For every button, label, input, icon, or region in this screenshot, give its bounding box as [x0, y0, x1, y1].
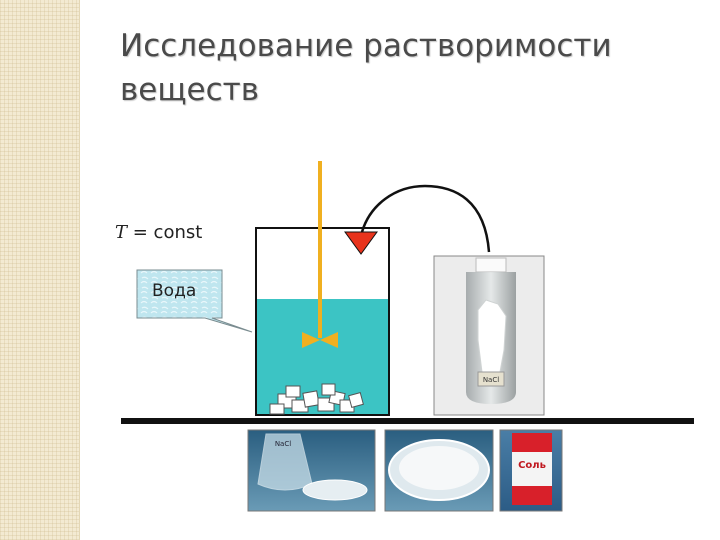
table-surface [121, 418, 694, 424]
beaker [256, 228, 389, 415]
photo-flask-dish: NaCl [248, 430, 375, 511]
salt-jar-photo: NaCl [434, 256, 544, 415]
water-callout: Вода [137, 270, 252, 332]
curved-arrow-icon [345, 186, 489, 254]
box-label: Соль [518, 460, 546, 471]
flask-label: NaCl [275, 440, 291, 448]
photo-salt-box: Соль [500, 430, 562, 511]
jar-label: NaCl [483, 376, 499, 384]
photo-evaporating-dish [385, 430, 493, 511]
water-callout-text: Вода [152, 281, 196, 301]
